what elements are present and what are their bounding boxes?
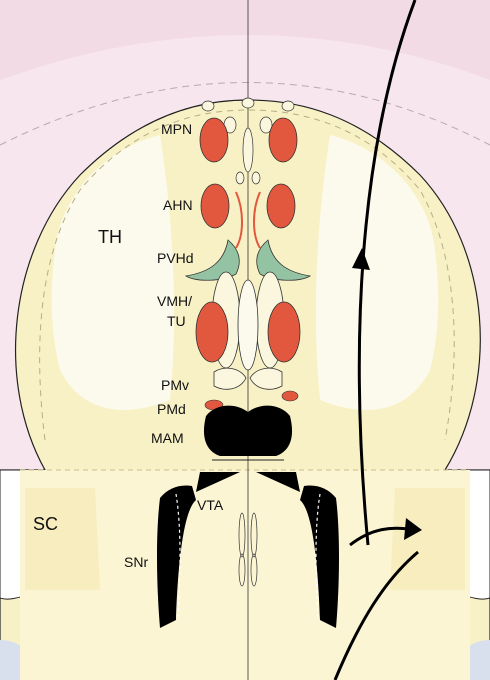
small-nuclei-top	[201, 97, 295, 185]
pmv-left	[213, 367, 247, 390]
vmh-center	[237, 279, 259, 371]
label-snr: SNr	[124, 554, 148, 570]
mpn-right	[268, 117, 298, 163]
pathway-line-lower	[333, 550, 419, 680]
label-tu: TU	[167, 313, 186, 329]
label-mpn: MPN	[161, 121, 192, 137]
snr-right	[300, 485, 339, 628]
thalamus-lobe-right	[315, 135, 439, 410]
vta-wedge-left	[196, 472, 240, 492]
sc-zone-right	[390, 488, 465, 590]
label-pvhd: PVHd	[157, 250, 194, 266]
label-ahn: AHN	[163, 197, 193, 213]
label-pmd: PMd	[157, 401, 186, 417]
snr-dash-left	[175, 493, 181, 619]
ahn-left	[200, 183, 230, 229]
vta-wedge-right	[256, 472, 300, 492]
label-th: TH	[98, 227, 122, 247]
label-sc: SC	[33, 514, 58, 534]
vmh-left	[195, 301, 229, 363]
dashed-boundary-outer	[0, 82, 490, 146]
ahn-curve-right	[253, 191, 261, 249]
sc-zone-left	[25, 488, 100, 590]
label-pmv: PMv	[161, 377, 189, 393]
label-vmh: VMH/	[157, 293, 192, 309]
snr-dash-right	[315, 493, 321, 619]
snr-left	[157, 485, 196, 628]
pvhd-left	[184, 239, 240, 281]
curved-arrow-icon	[352, 0, 417, 546]
mpn-left	[199, 117, 229, 163]
label-vta: VTA	[197, 497, 224, 513]
curved-arrow-icon	[349, 518, 422, 547]
thalamus-lobe-left	[51, 135, 175, 410]
vmh-right	[267, 301, 301, 363]
dashed-boundary-inner	[39, 109, 455, 441]
pmv-right	[249, 367, 283, 390]
label-mam: MAM	[151, 430, 184, 446]
pmd-right	[281, 390, 299, 402]
mam	[203, 405, 293, 456]
ahn-curve-left	[235, 191, 243, 249]
ahn-right	[266, 183, 296, 229]
vta-center-ovals	[238, 512, 258, 587]
pvhd-right	[256, 239, 312, 281]
